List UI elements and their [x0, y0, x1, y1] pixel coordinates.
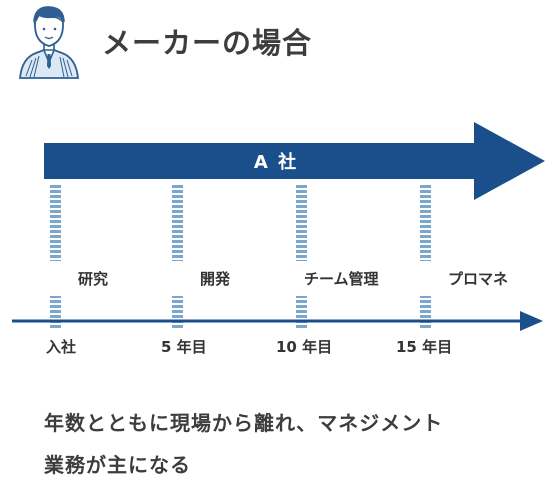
year-label-15: 15 年目: [396, 338, 453, 356]
year-label-5: 5 年目: [161, 338, 207, 356]
stage-label-project-management: プロマネ: [448, 270, 509, 288]
stage-label-research: 研究: [78, 270, 109, 288]
year-connector: [296, 296, 307, 330]
company-arrow: [44, 122, 545, 200]
stage-connector: [296, 183, 307, 261]
stage-label-development: 開発: [200, 270, 231, 288]
businessman-avatar-icon: [19, 6, 79, 79]
year-connector: [172, 296, 183, 330]
stage-connector: [172, 183, 183, 261]
caption: 年数とともに現場から離れ、マネジメント 業務が主になる: [44, 402, 443, 486]
year-label-join: 入社: [46, 338, 77, 356]
caption-line-1: 年数とともに現場から離れ、マネジメント: [44, 411, 444, 435]
company-label: A 社: [253, 152, 299, 173]
year-label-10: 10 年目: [276, 338, 333, 356]
page-title: メーカーの場合: [102, 26, 313, 60]
caption-line-2: 業務が主になる: [44, 453, 191, 477]
stage-connector: [420, 183, 431, 261]
stage-connector: [50, 183, 61, 261]
stage-label-team-management: チーム管理: [304, 270, 379, 288]
time-axis-arrowhead: [520, 311, 543, 331]
timeline-diagram: [12, 122, 545, 331]
year-connector: [50, 296, 61, 330]
year-connector: [420, 296, 431, 330]
